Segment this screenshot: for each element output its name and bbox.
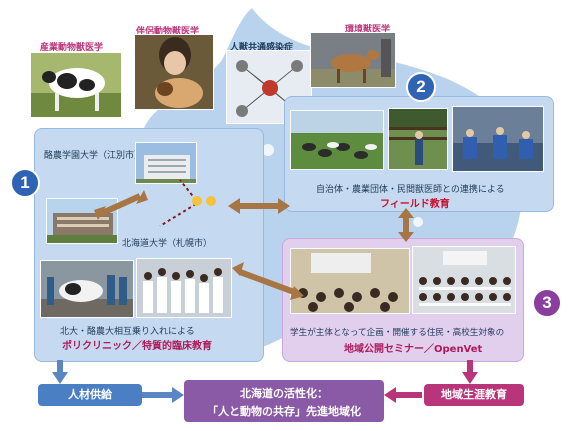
companion-vet-label: 伴侶動物獣医学 — [136, 27, 200, 37]
talent-supply-label: 人材供給 — [38, 384, 142, 406]
rakuno-label: 酪農学園大学（江別市） — [44, 151, 144, 161]
section1-caption2: ポリクリニック／特質的臨床教育 — [62, 341, 212, 352]
field-rescue-photo — [452, 106, 544, 172]
hokudai-marker — [206, 196, 216, 206]
section2-caption2: フィールド教育 — [380, 199, 450, 210]
section1-badge: 1 — [10, 168, 40, 198]
goal-line2: 「人と動物の共存」先進地域化 — [207, 405, 361, 418]
goal-line1: 北海道の活性化： — [240, 387, 328, 400]
deer-photo — [310, 32, 396, 88]
industrial-vet-label: 産業動物獣医学 — [40, 43, 104, 53]
clinic-students-photo — [136, 258, 232, 318]
goal-box: 北海道の活性化： 「人と動物の共存」先進地域化 — [184, 380, 384, 422]
seminar-photo — [290, 248, 410, 314]
section3-badge: 3 — [532, 288, 562, 318]
section3-caption2: 地域公開セミナー／OpenVet — [344, 344, 483, 355]
regional-education-label: 地域生涯教育 — [424, 384, 524, 406]
zoonosis-label: 人獣共通感染症 — [230, 43, 294, 53]
clinic-cow-photo — [40, 260, 134, 318]
rakuno-marker — [192, 196, 202, 206]
cow-photo — [30, 52, 122, 118]
lecture-hall-photo — [412, 246, 516, 314]
hokudai-label: 北海道大学（札幌市） — [122, 239, 213, 249]
dog-photo — [134, 34, 214, 110]
field-work-photo — [388, 108, 448, 170]
rakuno-campus-photo — [135, 142, 197, 184]
section2-caption1: 自治体・農業団体・民間獣医師との連携による — [316, 185, 505, 195]
environment-vet-label: 環境獣医学 — [345, 25, 391, 35]
section2-badge: 2 — [406, 72, 436, 102]
section1-caption1: 北大・酪農大相互乗り入れによる — [60, 327, 195, 337]
field-cows-photo — [290, 110, 384, 170]
section3-caption1: 学生が主体となって企画・開催する住民・高校生対象の — [290, 328, 505, 338]
